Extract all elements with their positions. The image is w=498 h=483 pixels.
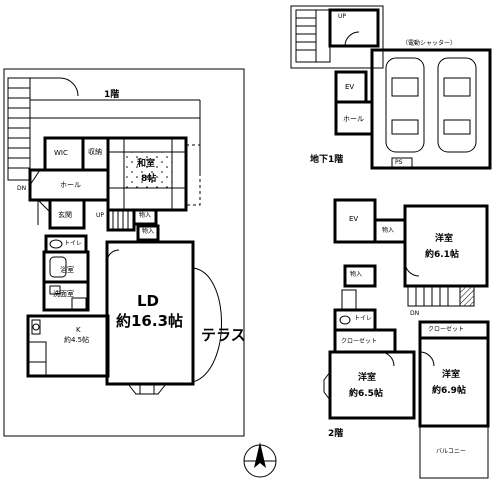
room1-label: 洋室 xyxy=(435,234,454,244)
gate-swing xyxy=(30,77,79,97)
shutter-label: （電動シャッター） xyxy=(402,40,457,47)
second-storage-label-2: 物入 xyxy=(350,271,363,278)
bath-label: 浴室 xyxy=(60,266,74,274)
balcony xyxy=(419,425,489,479)
approach-stairs xyxy=(7,77,31,181)
terrace-label: テラス xyxy=(201,326,246,344)
room3-label: 洋室 xyxy=(442,370,461,380)
closet1-label: クローゼット xyxy=(341,338,378,345)
basement-hall-label: ホール xyxy=(343,115,364,123)
basement-floor-plan xyxy=(290,5,492,170)
living-dining-room xyxy=(105,240,195,386)
wic-label: WIC xyxy=(54,149,68,157)
up-label: UP xyxy=(96,212,105,219)
storage-label: 収納 xyxy=(88,148,102,156)
balcony-label: バルコニー xyxy=(436,448,466,455)
dn-label: DN xyxy=(17,185,27,192)
basement-up-label: UP xyxy=(338,13,347,20)
ld-label: LD xyxy=(137,292,160,310)
storage-label-2: 物入 xyxy=(139,212,152,219)
ps-label: PS xyxy=(395,159,403,166)
room2-label: 洋室 xyxy=(358,373,377,383)
entrance-area xyxy=(48,198,86,230)
floor-label-1f: 1階 xyxy=(104,90,120,100)
toilet-label: トイレ xyxy=(64,240,83,247)
washitsu-size: 8帖 xyxy=(141,174,157,184)
floor-label-2f: 2階 xyxy=(328,429,344,439)
kitchen-label: K xyxy=(76,326,81,334)
closet2-label: クローゼット xyxy=(428,326,465,333)
dressing-room xyxy=(42,280,90,312)
kitchen-size: 約4.5帖 xyxy=(64,336,90,344)
floor-label-b1: 地下1階 xyxy=(310,155,344,165)
second-storage-label-1: 物入 xyxy=(382,227,395,234)
car-icon xyxy=(437,57,477,153)
basement-stairs xyxy=(295,9,331,63)
basement-ev-label: EV xyxy=(345,83,355,91)
site-boundary xyxy=(3,68,245,437)
second-toilet-label: トイレ xyxy=(354,315,373,322)
second-stairs xyxy=(407,285,461,307)
room3-size: 約6.9帖 xyxy=(432,386,466,396)
stair-up xyxy=(106,208,136,232)
second-dn-label: DN xyxy=(410,310,420,317)
second-floor-plan xyxy=(323,198,490,479)
terrace-curve xyxy=(192,267,222,383)
western-room-3 xyxy=(418,336,490,428)
room1-size: 約6.1帖 xyxy=(425,250,459,260)
ld-size: 約16.3帖 xyxy=(116,312,184,330)
first-floor-plan xyxy=(3,68,277,478)
compass xyxy=(243,442,277,478)
storage-label-3: 物入 xyxy=(142,228,155,235)
dressing-label: 洗面室 xyxy=(53,290,74,298)
second-ev-label: EV xyxy=(349,215,359,223)
car-icon xyxy=(385,57,425,153)
room2-size: 約6.5帖 xyxy=(349,389,383,399)
western-room-1 xyxy=(403,204,489,288)
basement-upper-outline xyxy=(290,5,384,69)
western-room-2 xyxy=(328,350,416,420)
hall-label: ホール xyxy=(60,181,81,189)
washitsu-label: 和室 xyxy=(137,159,156,169)
entrance-label: 玄関 xyxy=(58,211,72,219)
